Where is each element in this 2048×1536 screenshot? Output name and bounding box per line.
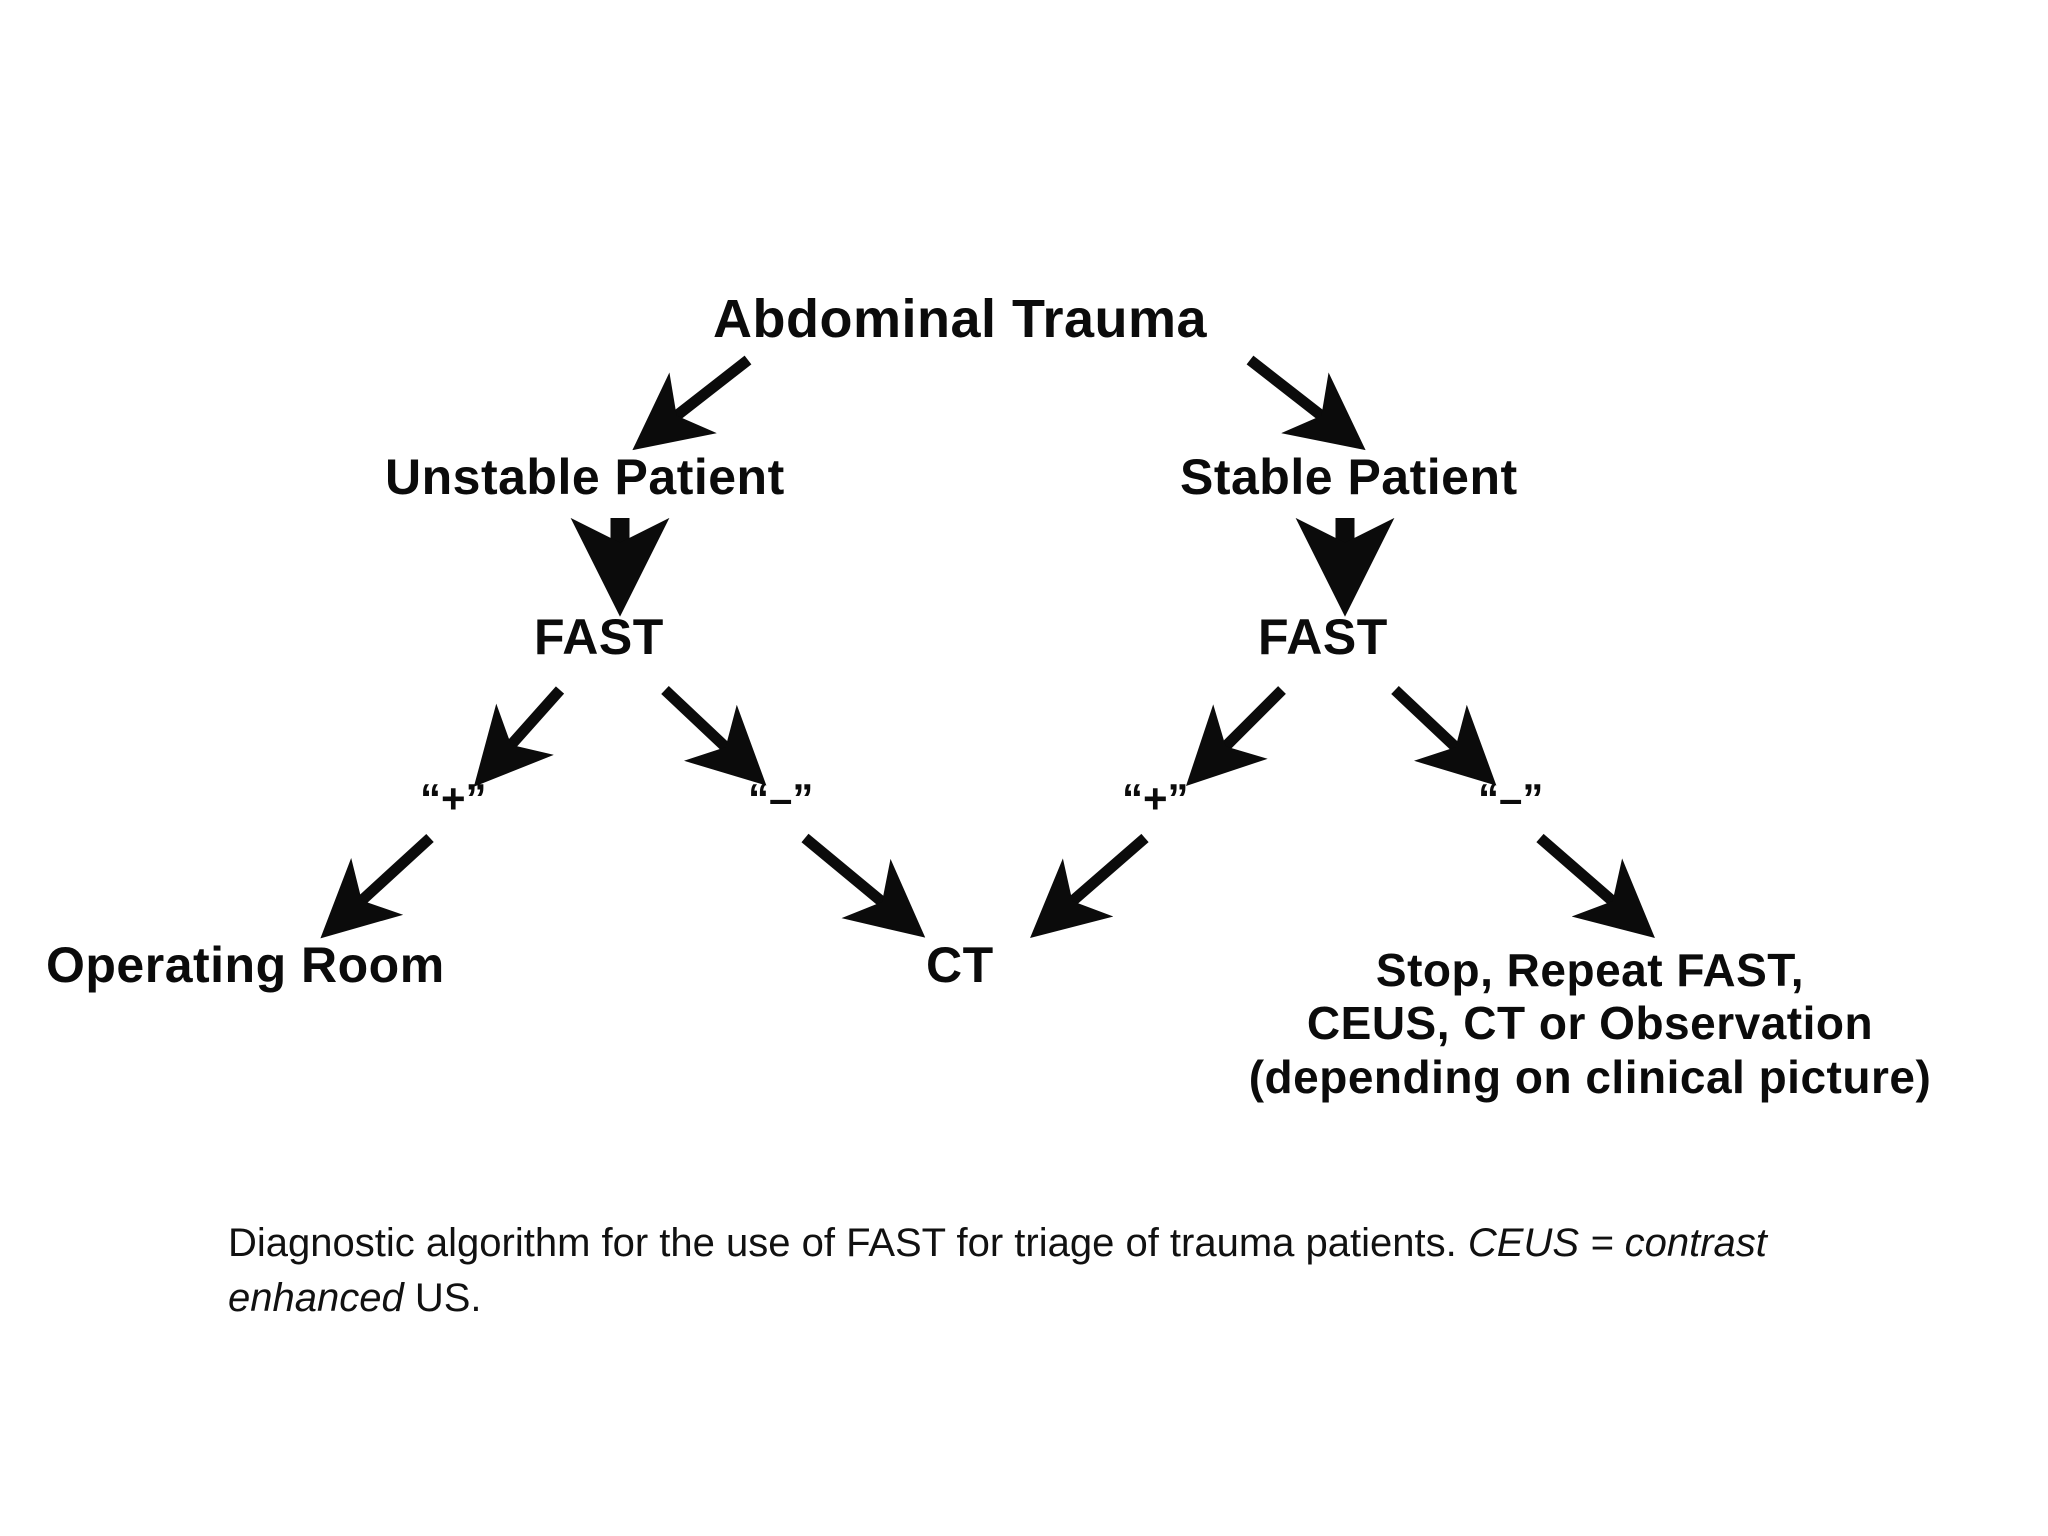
node-fast-right: FAST [1258, 609, 1388, 665]
edge-label-left-negative: “–” [748, 775, 814, 822]
arrow-negative-to-ct [801, 833, 926, 938]
flowchart-figure: Abdominal Trauma Unstable Patient Stable… [46, 289, 2010, 1104]
arrow-right-positive-to-ct [1030, 833, 1149, 938]
edge-label-left-positive: “+” [420, 775, 487, 822]
edge-label-right-positive: “+” [1122, 775, 1189, 822]
caption-segment-1: Diagnostic algorithm for the use of FAST… [228, 1221, 1468, 1265]
arrow-fast-right-positive [1185, 686, 1286, 787]
arrow-right-negative-to-stop [1536, 833, 1655, 938]
figure-caption: Diagnostic algorithm for the use of FAST… [228, 1216, 1888, 1326]
arrow-fast-right-negative [1391, 685, 1497, 786]
node-stop-repeat-line-2: CEUS, CT or Observation [1306, 997, 1874, 1050]
edge-label-right-negative: “–” [1478, 775, 1544, 822]
node-stop-repeat-line-3: (depending on clinical picture) [1248, 1050, 1932, 1103]
arrow-fast-left-positive [473, 686, 565, 787]
node-stop-repeat-fast: Stop, Repeat FAST, CEUS, CT or Observati… [1170, 944, 2010, 1104]
caption-segment-3: US. [403, 1276, 482, 1321]
caption-segment-italic: CEUS = contrast enhanced [228, 1221, 1767, 1321]
node-ct: CT [926, 937, 994, 993]
node-abdominal-trauma: Abdominal Trauma [713, 289, 1208, 349]
arrow-root-to-unstable [632, 355, 752, 451]
node-operating-room: Operating Room [46, 937, 445, 993]
node-stable-patient: Stable Patient [1180, 449, 1518, 505]
node-fast-left: FAST [534, 609, 664, 665]
arrow-root-to-stable [1246, 355, 1366, 451]
flowchart-arrows [320, 355, 1655, 939]
arrow-fast-left-negative [661, 685, 767, 786]
arrow-positive-to-operating-room [320, 833, 434, 939]
node-unstable-patient: Unstable Patient [385, 449, 785, 505]
node-stop-repeat-line-1: Stop, Repeat FAST, [1375, 944, 1805, 996]
